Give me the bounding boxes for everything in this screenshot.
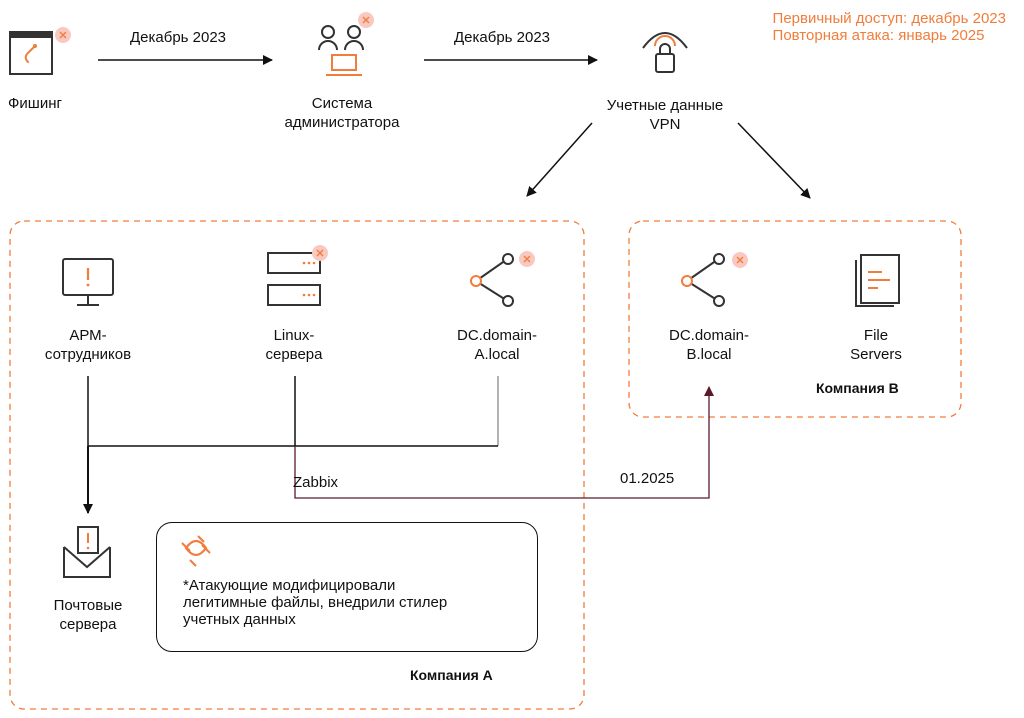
legend: Первичный доступ: декабрь 2023 Повторная… [773, 10, 1006, 44]
node-phishing-label: Фишинг [8, 95, 62, 112]
vpn-lock-icon [642, 32, 688, 73]
linux-server-icon [267, 244, 329, 306]
file-servers-icon [855, 254, 900, 307]
workstation-icon [62, 258, 114, 306]
node-workstations: АРМ- сотрудников [38, 326, 138, 364]
node-phishing: Фишинг [0, 94, 70, 113]
node-mail-label-2: сервера [59, 616, 117, 633]
dc-a-icon [470, 250, 536, 307]
node-mail-label-1: Почтовые [53, 597, 123, 614]
arrow-zabbix-to-dcb [294, 386, 714, 499]
node-fs-label-2: Servers [850, 346, 902, 363]
node-linux-servers: Linux- сервера [244, 326, 344, 364]
edge-label-date-2025: 01.2025 [620, 470, 675, 487]
mail-server-icon [63, 526, 111, 578]
dc-b-icon [681, 251, 749, 307]
node-linux-label-1: Linux- [273, 327, 315, 344]
node-mail-servers: Почтовые сервера [38, 596, 138, 634]
node-admin-label-2: администратора [284, 114, 400, 131]
note-line-1: *Атакующие модифицировали [183, 577, 396, 594]
phishing-icon [9, 26, 72, 75]
company-a-label: Компания А [410, 667, 493, 683]
node-dc-a: DC.domain- A.local [437, 326, 557, 364]
node-vpn-label-2: VPN [649, 116, 681, 133]
arrow-vpn-to-company-b [737, 122, 811, 199]
note-line-3: учетных данных [183, 611, 296, 628]
company-b-container [628, 220, 962, 418]
node-vpn-credentials: Учетные данные VPN [585, 96, 745, 134]
node-arm-label-1: АРМ- [69, 327, 107, 344]
edge-label-zabbix: Zabbix [293, 474, 339, 491]
note-line-2: легитимные файлы, внедрили стилер [183, 594, 448, 611]
company-b-label: Компания В [816, 380, 899, 396]
legend-repeat-attack: Повторная атака: январь 2025 [772, 27, 985, 44]
node-arm-label-2: сотрудников [44, 346, 132, 363]
node-dcb-label-2: B.local [686, 346, 732, 363]
node-dc-b: DC.domain- B.local [649, 326, 769, 364]
node-linux-label-2: сервера [265, 346, 323, 363]
edge-label-admin-vpn: Декабрь 2023 [454, 29, 551, 46]
legend-initial-access: Первичный доступ: декабрь 2023 [772, 10, 1006, 27]
node-dca-label-2: A.local [474, 346, 520, 363]
node-dcb-label-1: DC.domain- [668, 327, 750, 344]
node-vpn-label-1: Учетные данные [606, 97, 724, 114]
company-a-container [9, 220, 585, 710]
node-dca-label-1: DC.domain- [456, 327, 538, 344]
node-fs-label-1: File [863, 327, 889, 344]
node-file-servers: File Servers [826, 326, 926, 364]
node-admin-label-1: Система [311, 95, 373, 112]
arrow-vpn-to-company-a [526, 122, 593, 197]
edge-label-phish-admin: Декабрь 2023 [130, 29, 227, 46]
node-admin-system: Система администратора [262, 94, 422, 132]
stealer-note: *Атакующие модифицировали легитимные фай… [156, 522, 538, 652]
admin-system-icon [318, 11, 375, 76]
stealer-bug-icon [181, 535, 211, 567]
stealer-note-text: *Атакующие модифицировали легитимные фай… [183, 577, 447, 628]
